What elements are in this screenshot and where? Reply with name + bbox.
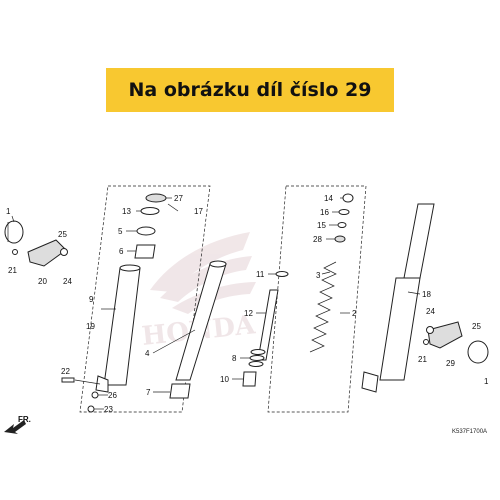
seal-27 xyxy=(145,193,167,203)
callout-15: 15 xyxy=(317,221,326,230)
clip-13 xyxy=(140,207,160,215)
spring-8 xyxy=(248,349,266,367)
bushing-6 xyxy=(134,244,156,259)
spacer-28 xyxy=(334,235,346,243)
bolt-23 xyxy=(87,405,95,413)
right-bolt xyxy=(423,339,429,345)
callout-23: 23 xyxy=(104,405,113,414)
part-number-banner: Na obrázku díl číslo 29 xyxy=(106,68,394,112)
left-fork-cap xyxy=(4,220,24,244)
callout-26: 26 xyxy=(108,391,117,400)
front-arrow-icon xyxy=(4,420,26,434)
right-bracket xyxy=(427,321,463,349)
callout-10: 10 xyxy=(220,375,229,384)
callout-9: 9 xyxy=(89,295,94,304)
callout-24: 24 xyxy=(63,277,72,286)
ring-16 xyxy=(338,209,350,215)
left-bracket xyxy=(27,239,67,267)
callout-17: 17 xyxy=(194,207,203,216)
cap-14 xyxy=(342,193,354,203)
right-nut xyxy=(426,326,434,334)
fork-spring-3 xyxy=(309,261,337,353)
callout-11: 11 xyxy=(256,270,265,279)
callouts: 1 2 3 4 5 6 7 8 9 10 11 12 13 14 15 16 1… xyxy=(6,194,489,414)
callout-5: 5 xyxy=(118,227,123,236)
callout-7: 7 xyxy=(146,388,151,397)
bushing-7 xyxy=(169,383,191,399)
callout-1: 1 xyxy=(6,207,11,216)
callout-24-right: 24 xyxy=(426,307,435,316)
reference-code: K537F1700A xyxy=(452,429,487,435)
callout-1-right: 1 xyxy=(484,377,489,386)
left-nut xyxy=(60,248,68,256)
callout-18: 18 xyxy=(422,290,431,299)
callout-8: 8 xyxy=(232,354,237,363)
left-outer-tube xyxy=(95,264,141,393)
callout-22: 22 xyxy=(61,367,70,376)
washer-5 xyxy=(136,226,156,236)
damper-rod-12 xyxy=(257,289,279,361)
callout-25: 25 xyxy=(58,230,67,239)
ring-11 xyxy=(275,271,289,277)
callout-13: 13 xyxy=(122,207,131,216)
right-fork-cap xyxy=(467,340,489,364)
bolt-26 xyxy=(91,391,99,399)
callout-29: 29 xyxy=(446,359,455,368)
callout-20: 20 xyxy=(38,277,47,286)
callout-28: 28 xyxy=(313,235,322,244)
callout-4: 4 xyxy=(145,349,150,358)
callout-12: 12 xyxy=(244,309,253,318)
leader-lines xyxy=(11,197,421,410)
exploded-group-frame xyxy=(79,185,211,413)
ring-15 xyxy=(337,222,347,228)
bolt-22 xyxy=(61,377,75,383)
callout-25-right: 25 xyxy=(472,322,481,331)
callout-14: 14 xyxy=(324,194,333,203)
callout-3: 3 xyxy=(316,271,321,280)
callout-6: 6 xyxy=(119,247,124,256)
callout-16: 16 xyxy=(320,208,329,217)
callout-2: 2 xyxy=(352,309,357,318)
callout-27: 27 xyxy=(174,194,183,203)
piece-10 xyxy=(242,371,257,387)
right-fork-assembly xyxy=(361,203,435,393)
left-bolt xyxy=(12,249,18,255)
callout-21: 21 xyxy=(8,266,17,275)
callout-21-right: 21 xyxy=(418,355,427,364)
callout-19: 19 xyxy=(86,322,95,331)
front-label: FR. xyxy=(18,415,31,424)
left-inner-tube xyxy=(175,260,227,381)
exploded-group-frame-2 xyxy=(267,185,367,413)
